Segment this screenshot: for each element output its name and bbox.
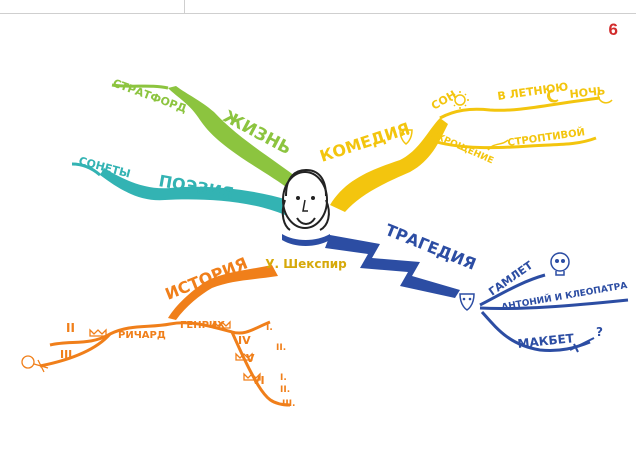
sub-label-macbeth: МАКБЕТ (517, 331, 576, 351)
moon-icon (547, 89, 559, 103)
fallen-king-icon (21, 355, 49, 373)
sub-label-summer: В ЛЕТНЮЮ (497, 80, 570, 103)
page-number: 6 (608, 20, 618, 39)
sun-icon (451, 91, 469, 109)
page-header-divider (184, 0, 185, 14)
center-label: У. Шекспир (265, 257, 347, 271)
branch-label-comedy: КОМЕДИЯ (317, 119, 412, 166)
crown-icon-3 (235, 352, 253, 361)
part-4: II. (280, 385, 290, 395)
roman-iii: III (60, 348, 72, 361)
whip-icon (487, 139, 509, 151)
part-3: I. (280, 373, 287, 383)
roman-v: V (246, 352, 255, 365)
branch-history-sub-main (49, 320, 271, 347)
branch-comedy-sub-1 (439, 96, 601, 120)
crown-icon-4 (243, 372, 261, 381)
roman-ii: II (66, 321, 75, 335)
crown-icon (89, 328, 107, 337)
crown-icon-2 (213, 320, 231, 329)
branch-life-sub (111, 83, 169, 90)
dagger-icon (569, 337, 595, 353)
theater-mask-icon (399, 129, 413, 145)
drama-mask-icon (459, 293, 475, 311)
sub-label-henry: ГЕНРИХ (180, 320, 225, 331)
part-5: III. (282, 399, 295, 409)
sub-label-dream: СОН (429, 88, 459, 113)
sub-label-richard: РИЧАРД (118, 330, 166, 341)
skull-icon (550, 252, 570, 276)
branch-tragedy-sub-1 (479, 273, 546, 307)
branch-poetry (100, 168, 288, 215)
roman-iv: IV (238, 334, 251, 347)
branch-tragedy (325, 235, 460, 298)
part-1: I. (266, 323, 273, 333)
branch-history-sub-left (39, 332, 112, 368)
part-2: II. (276, 343, 286, 353)
sub-label-night: НОЧЬ (569, 84, 606, 101)
question-icon: ? (596, 325, 603, 339)
branch-history (168, 265, 278, 320)
sub-label-hamlet: ГАМЛЕТ (486, 258, 535, 298)
shakespeare-portrait-icon (281, 168, 330, 246)
page-header-rule (0, 0, 636, 14)
branch-life (168, 86, 300, 190)
branch-comedy-sub-2 (429, 136, 597, 150)
branch-history-sub-right (230, 331, 291, 407)
sleeping-moon-icon (597, 89, 613, 104)
branch-comedy (330, 118, 448, 212)
branch-poetry-sub (71, 162, 101, 177)
branch-tragedy-sub-2 (479, 298, 629, 311)
sub-label-stratford: СТРАТФОРД (111, 77, 189, 116)
